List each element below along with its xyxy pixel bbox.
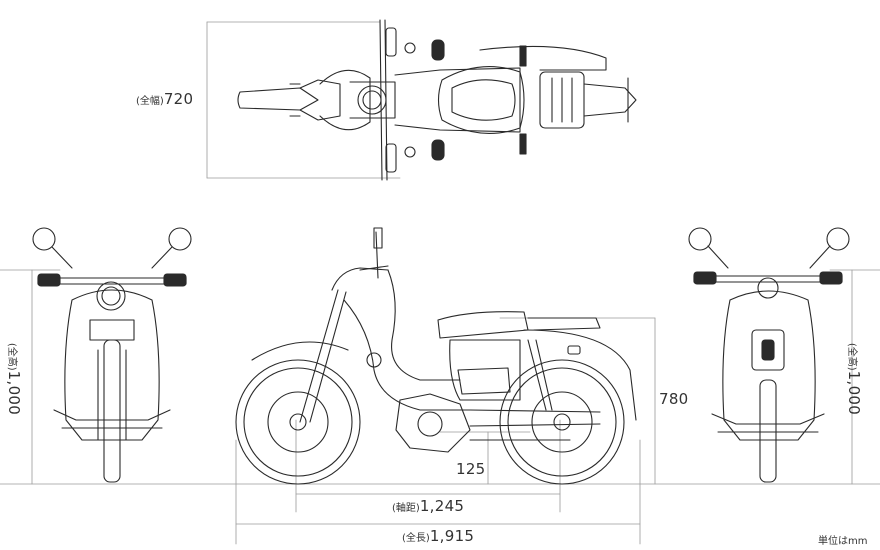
height-right-value: 1,000 — [845, 370, 864, 416]
seat-height-label: 780 — [659, 391, 689, 407]
height-left-label: (全高)1,000 — [5, 342, 24, 416]
wheelbase-prefix: (軸距) — [392, 503, 420, 514]
length-label: (全長)1,915 — [402, 528, 474, 544]
width-label: (全幅)720 — [136, 91, 193, 107]
height-left-prefix: (全高) — [6, 342, 18, 371]
width-prefix: (全幅) — [136, 96, 164, 107]
wheelbase-value: 1,245 — [419, 497, 465, 515]
height-left-value: 1,000 — [5, 370, 24, 416]
height-right-prefix: (全高) — [846, 342, 858, 371]
height-right-label: (全高)1,000 — [845, 342, 864, 416]
seat-height-value: 780 — [659, 390, 689, 408]
side-view — [235, 227, 637, 485]
rear-view — [688, 227, 850, 483]
wheelbase-label: (軸距)1,245 — [392, 498, 464, 514]
ground-clearance-value: 125 — [456, 460, 486, 478]
unit-note: 単位はmm — [818, 536, 868, 547]
width-value: 720 — [163, 90, 194, 108]
top-view — [237, 19, 637, 181]
length-prefix: (全長) — [402, 533, 430, 544]
ground-clearance-label: 125 — [456, 461, 486, 477]
dimension-lines — [0, 21, 880, 545]
length-value: 1,915 — [429, 527, 475, 545]
front-view — [32, 227, 192, 483]
